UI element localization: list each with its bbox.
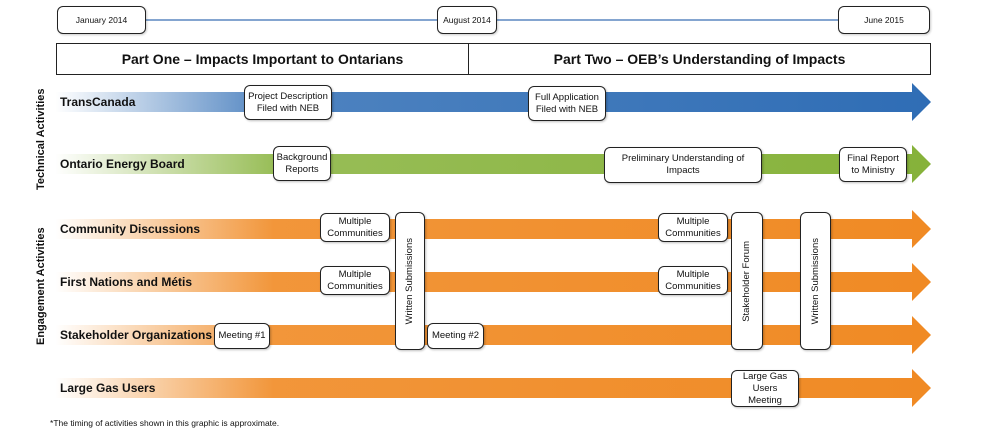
milestone-multiple-communities-3: Multiple Communities <box>320 266 390 295</box>
group-engagement: Engagement Activities <box>35 227 47 345</box>
milestone-final-report: Final Report to Ministry <box>839 147 907 182</box>
milestone-gas-users-meeting: Large Gas Users Meeting <box>731 370 799 407</box>
row-gas-users: Large Gas Users <box>60 381 156 395</box>
row-transcanada: TransCanada <box>60 95 136 109</box>
row-oeb: Ontario Energy Board <box>60 157 185 171</box>
written-submissions-2-text: Written Submissions <box>809 237 821 325</box>
written-submissions-1-text: Written Submissions <box>404 237 415 325</box>
row-stakeholder: Stakeholder Organizations <box>60 328 213 342</box>
gas-users-arrow <box>55 369 931 407</box>
milestone-multiple-communities-2: Multiple Communities <box>658 213 728 242</box>
part-one-header: Part One – Impacts Important to Ontarian… <box>56 43 469 75</box>
milestone-meeting-2: Meeting #2 <box>427 323 484 349</box>
row-first-nations: First Nations and Métis <box>60 275 193 289</box>
footnote-asterisk: * <box>50 418 54 428</box>
timeline-mid: August 2014 <box>437 6 497 34</box>
part-two-header: Part Two – OEB’s Understanding of Impact… <box>468 43 931 75</box>
row-community: Community Discussions <box>60 222 201 236</box>
milestone-written-submissions-1: Written Submissions <box>395 212 425 350</box>
oeb-arrow <box>55 145 931 183</box>
milestone-preliminary: Preliminary Understanding of Impacts <box>604 147 762 183</box>
timeline-start: January 2014 <box>57 6 146 34</box>
milestone-full-application: Full Application Filed with NEB <box>528 86 606 121</box>
stakeholder-arrow <box>55 316 931 354</box>
footnote-text: The timing of activities shown in this g… <box>53 418 280 428</box>
milestone-written-submissions-2: Written Submissions <box>800 212 831 350</box>
transcanada-arrow <box>55 83 931 121</box>
milestone-project-description: Project Description Filed with NEB <box>244 85 332 120</box>
milestone-multiple-communities-1: Multiple Communities <box>320 213 390 242</box>
milestone-meeting-1: Meeting #1 <box>214 323 270 349</box>
milestone-stakeholder-forum: Stakeholder Forum <box>731 212 763 350</box>
milestone-background-reports: Background Reports <box>273 146 331 181</box>
footnote: *The timing of activities shown in this … <box>50 418 279 428</box>
stakeholder-forum-text: Stakeholder Forum <box>741 240 752 322</box>
milestone-multiple-communities-4: Multiple Communities <box>658 266 728 295</box>
timeline-end: June 2015 <box>838 6 930 34</box>
group-technical: Technical Activities <box>35 88 47 190</box>
